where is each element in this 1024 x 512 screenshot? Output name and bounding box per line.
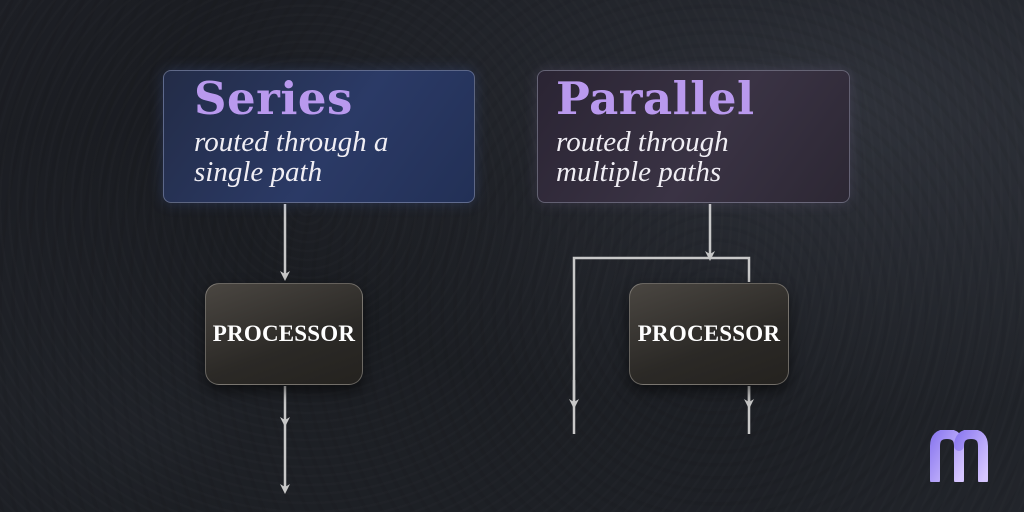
- parallel-title-box: Parallel routed through multiple paths: [537, 70, 850, 203]
- series-processor-block: PROCESSOR: [205, 283, 363, 385]
- parallel-title: Parallel: [556, 72, 755, 125]
- parallel-split-line: [572, 256, 751, 434]
- series-title: Series: [194, 72, 353, 125]
- brand-logo-icon: [930, 430, 988, 482]
- parallel-processor-label: PROCESSOR: [637, 321, 781, 346]
- parallel-processor-block: PROCESSOR: [629, 283, 789, 385]
- series-title-box: Series routed through a single path: [163, 70, 475, 203]
- series-processor-label: PROCESSOR: [212, 321, 356, 346]
- parallel-subtitle: routed through multiple paths: [556, 126, 729, 188]
- series-subtitle: routed through a single path: [194, 126, 389, 188]
